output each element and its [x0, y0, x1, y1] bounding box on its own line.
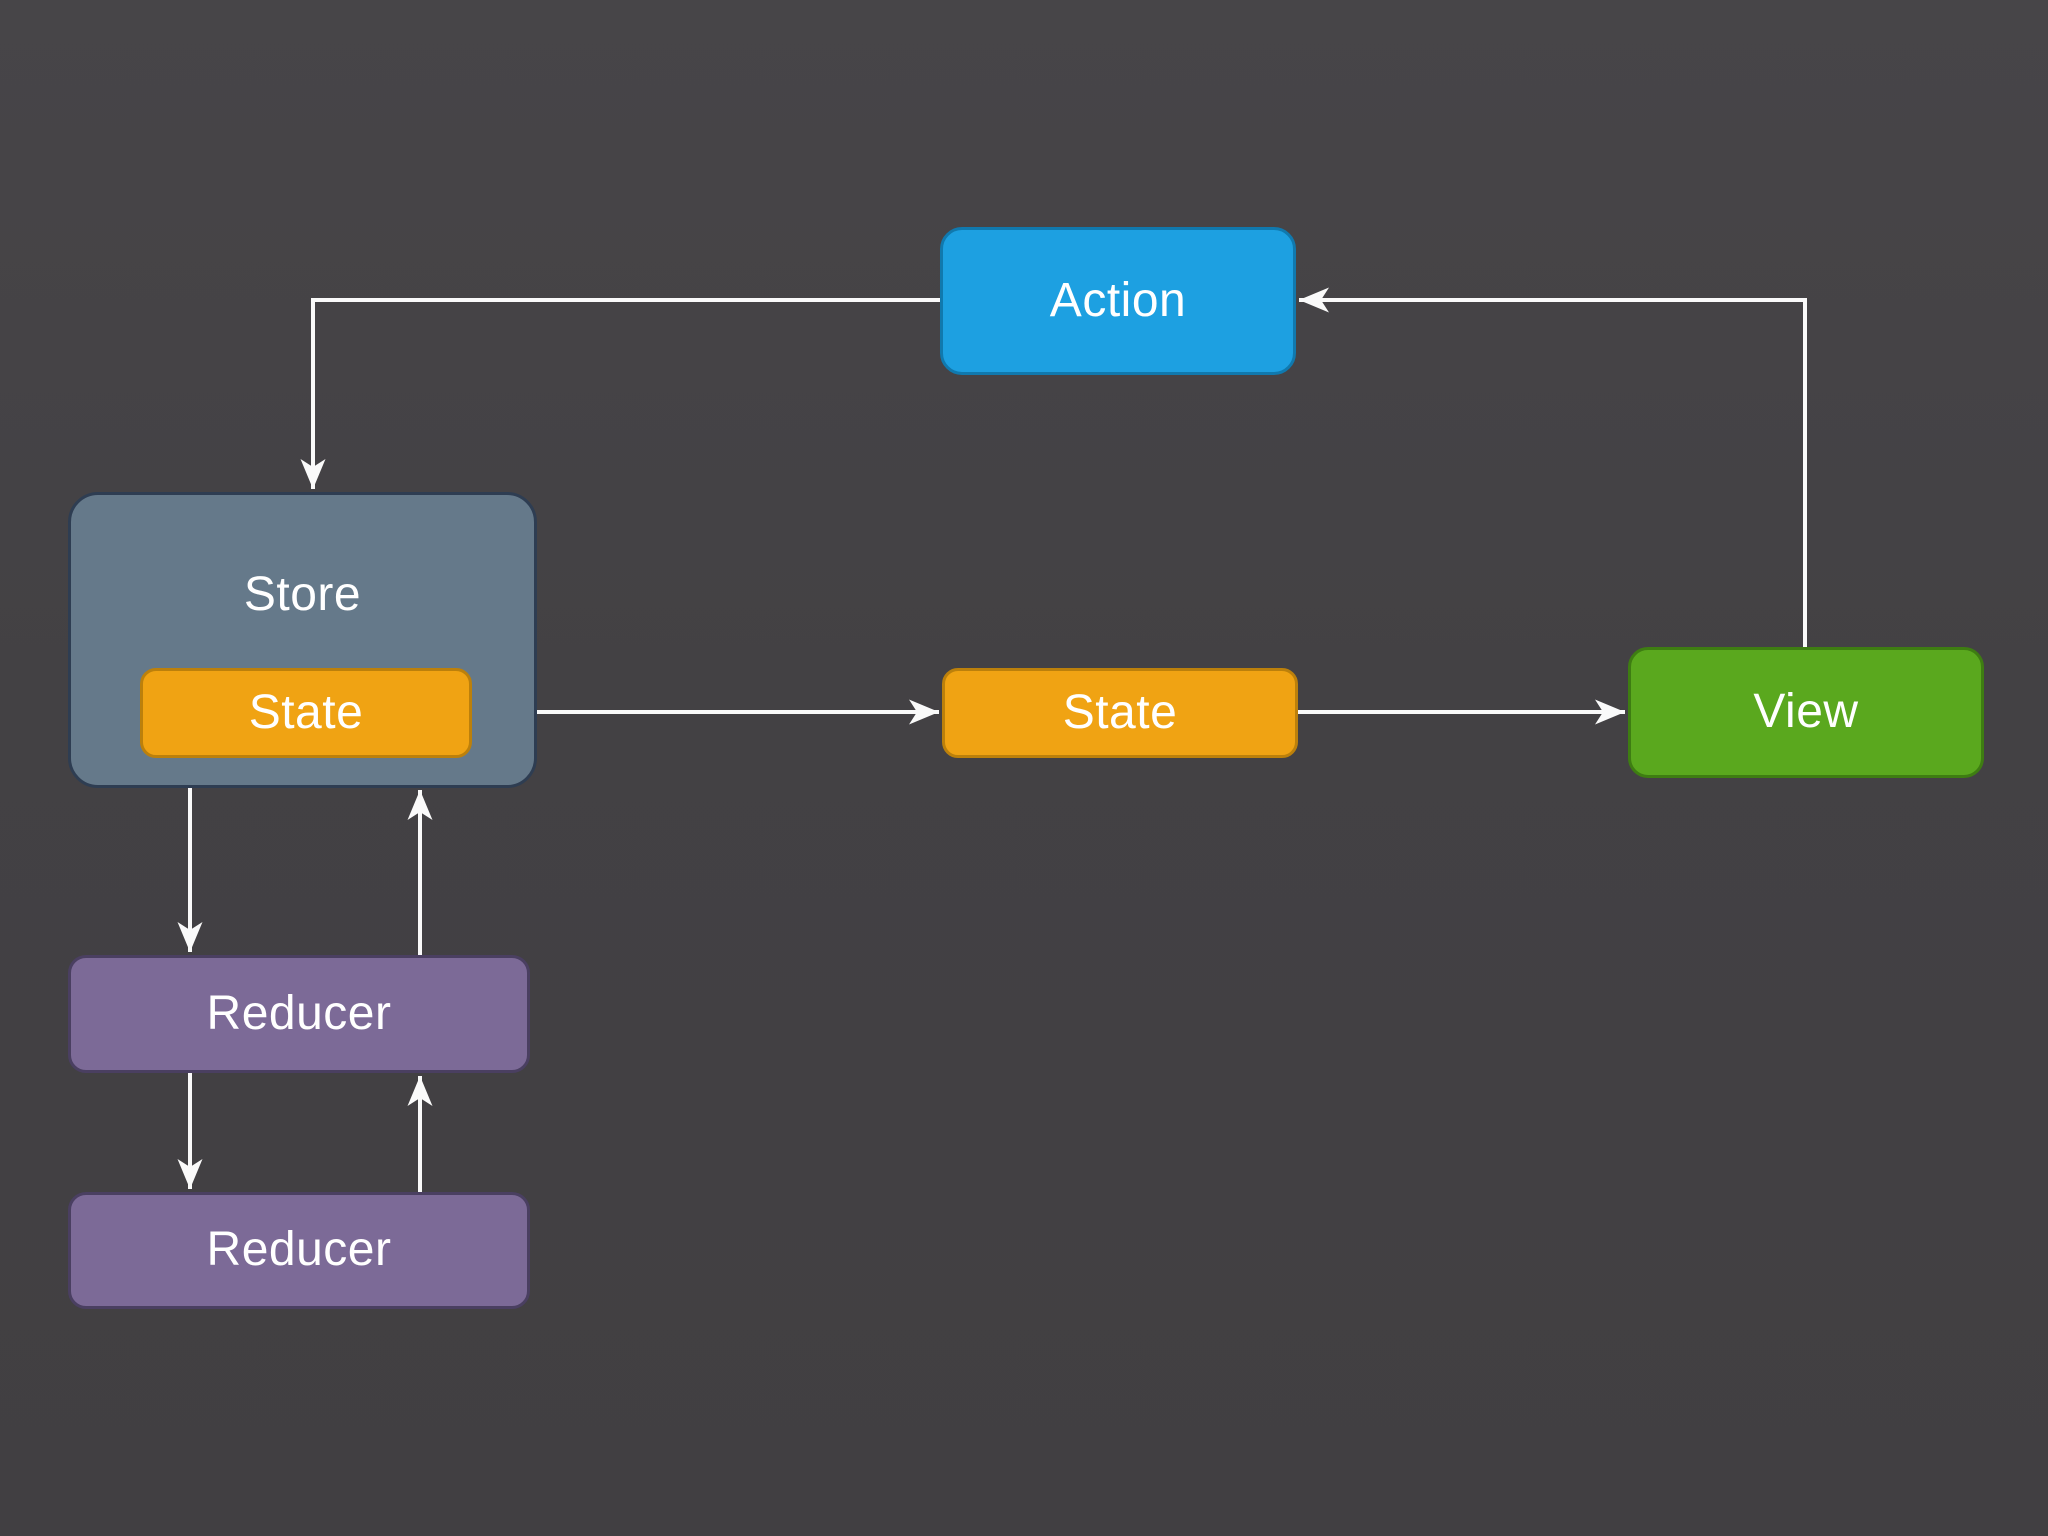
- node-reducer-2-label: Reducer: [206, 1223, 392, 1277]
- node-reducer-2: Reducer: [68, 1192, 530, 1309]
- edge-action-to-store: [300, 298, 940, 489]
- node-reducer-1: Reducer: [68, 955, 530, 1073]
- node-state: State: [942, 668, 1298, 758]
- node-reducer-1-label: Reducer: [206, 986, 392, 1040]
- node-store-state: State: [140, 668, 472, 758]
- node-view-label: View: [1753, 685, 1859, 739]
- node-view: View: [1628, 647, 1984, 778]
- node-action: Action: [940, 227, 1296, 375]
- node-store-state-label: State: [248, 685, 364, 739]
- node-store: Store State: [68, 492, 537, 788]
- node-store-label: Store: [243, 568, 362, 621]
- node-action-label: Action: [1049, 273, 1187, 327]
- edge-view-to-action: [1299, 287, 1807, 647]
- node-state-label: State: [1062, 685, 1178, 739]
